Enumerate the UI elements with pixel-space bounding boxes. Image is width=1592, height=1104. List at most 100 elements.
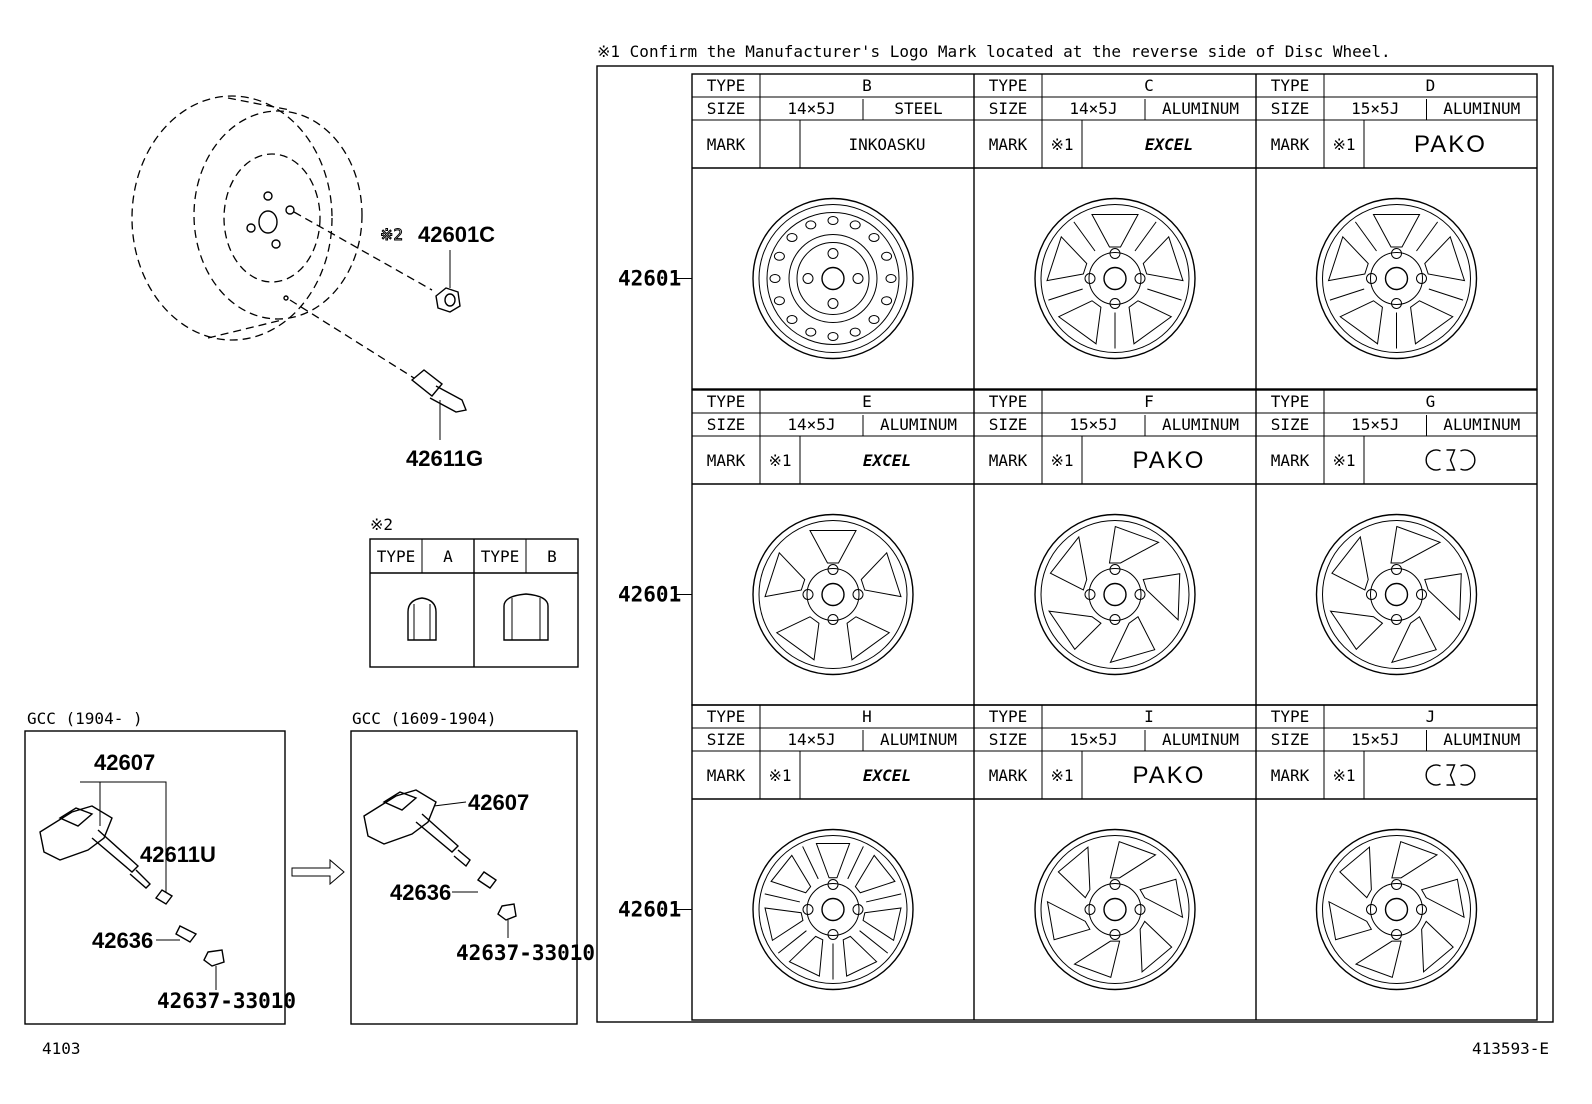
lug-hole	[1366, 589, 1377, 600]
hub-ring	[1370, 883, 1423, 936]
nut-type-table: ※2 TYPE A TYPE B	[369, 515, 579, 668]
vent-hole	[769, 274, 781, 283]
spoke-window	[764, 551, 806, 598]
lug-hole	[1391, 929, 1402, 940]
center-bore	[1384, 582, 1409, 607]
excel-logo: EXCEL	[1145, 135, 1193, 154]
lug-hole	[1416, 904, 1427, 915]
lug-hole	[246, 223, 256, 233]
lug-hole	[1366, 904, 1377, 915]
size-value: 15×5J	[1351, 99, 1399, 118]
center-bore	[1103, 897, 1127, 922]
spoke-window	[1139, 920, 1173, 973]
spoke-window	[1048, 610, 1102, 651]
gcc-old-panel: GCC (1609-1904) 42607 42636 42637-33010	[350, 709, 595, 1025]
row-box	[691, 704, 1538, 1021]
nut-type-label-b: TYPE	[481, 547, 520, 566]
spoke-line	[777, 930, 807, 954]
vent-hole	[773, 251, 785, 261]
spoke-line	[847, 846, 864, 880]
material-value: STEEL	[894, 99, 942, 118]
spoke-window	[1073, 940, 1121, 979]
lug-hole	[1109, 248, 1121, 259]
excel-logo: EXCEL	[863, 766, 911, 785]
hub-disc	[788, 234, 878, 323]
type-label: TYPE	[707, 707, 746, 726]
lug-hole	[1391, 298, 1402, 309]
mark-label: MARK	[1271, 766, 1310, 785]
hub-ring	[1088, 883, 1142, 936]
nut-table-ref: ※2	[370, 515, 393, 534]
spoke-window	[1109, 616, 1156, 664]
cid-logo-icon	[1425, 449, 1476, 471]
mark-text: PAKO	[1133, 762, 1206, 789]
type-label: TYPE	[707, 76, 746, 95]
part-number-cap: 42637-33010	[157, 989, 296, 1013]
size-label: SIZE	[707, 99, 746, 118]
spoke-window	[842, 935, 878, 977]
spoke-line	[1073, 221, 1096, 252]
type-label: TYPE	[707, 392, 746, 411]
size-value: 15×5J	[1351, 415, 1399, 434]
lug-hole	[852, 589, 864, 600]
size-value: 14×5J	[787, 99, 835, 118]
type-value: B	[862, 76, 872, 95]
vent-hole	[805, 327, 817, 337]
type-label: TYPE	[1271, 707, 1310, 726]
lug-hole	[827, 929, 839, 940]
rim-outer	[752, 513, 914, 676]
valve-hole	[283, 295, 289, 301]
mark-ref: ※1	[1332, 451, 1355, 470]
type-label: TYPE	[989, 392, 1028, 411]
nut-leader-line	[293, 211, 433, 291]
mark-label: MARK	[1271, 135, 1310, 154]
size-value: 14×5J	[1069, 99, 1117, 118]
gcc-new-title: GCC (1904- )	[27, 709, 143, 728]
hub-ring	[806, 568, 860, 621]
spoke-window	[862, 907, 902, 942]
lug-hole	[1109, 879, 1121, 890]
vent-hole	[786, 232, 798, 242]
size-value: 15×5J	[1069, 415, 1117, 434]
lug-hole	[827, 614, 839, 625]
spoke-window	[1057, 846, 1091, 899]
part-number-grommet-old: 42636	[390, 880, 451, 905]
gcc-new-panel: GCC (1904- ) 42607 42611U 42636 42637-33…	[24, 709, 296, 1025]
center-bore	[821, 897, 845, 922]
lug-hole	[1084, 589, 1096, 600]
type-value: E	[862, 392, 872, 411]
type-label: TYPE	[989, 76, 1028, 95]
part-number-cap-old: 42637-33010	[456, 941, 595, 965]
rim-inner	[1040, 204, 1190, 353]
spoke-window	[815, 843, 851, 879]
lug-hole	[827, 248, 839, 259]
wheel-center-bore	[258, 210, 278, 234]
mark-ref: ※1	[768, 766, 791, 785]
spoke-window	[1057, 300, 1102, 345]
type-value: D	[1426, 76, 1436, 95]
spoke-window	[1391, 840, 1439, 879]
material-value: ALUMINUM	[1162, 99, 1239, 118]
mark-text: PAKO	[1414, 131, 1487, 158]
wheel-table-frame	[596, 65, 1554, 1023]
rim-outer	[752, 828, 914, 991]
spoke-line	[1354, 221, 1377, 252]
center-bore	[821, 582, 845, 607]
size-label: SIZE	[707, 415, 746, 434]
lug-hole	[1416, 273, 1427, 284]
material-value: ALUMINUM	[1443, 730, 1520, 749]
material-value: ALUMINUM	[1443, 99, 1520, 118]
type-value: C	[1144, 76, 1154, 95]
rim-inner	[758, 204, 908, 353]
part-number-sensor: 42607	[94, 750, 155, 775]
rim-outer	[1315, 197, 1478, 360]
mark-label: MARK	[1271, 451, 1310, 470]
center-bore	[1103, 266, 1127, 291]
mark-label: MARK	[707, 766, 746, 785]
spoke-line	[1329, 288, 1365, 301]
material-value: ALUMINUM	[1443, 415, 1520, 434]
